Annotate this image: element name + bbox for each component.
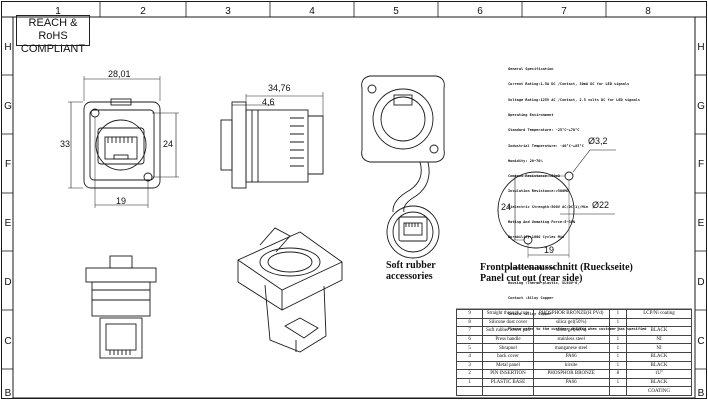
soft-rubber-line-2: accessories xyxy=(386,271,433,282)
dim-cutout-hole: Ø3,2 xyxy=(588,136,608,146)
column-number-1: 1 xyxy=(55,6,61,17)
column-number-4: 4 xyxy=(309,6,315,17)
spec-line: Standard Temperature: -25°C~+70°C xyxy=(508,128,580,133)
column-number-7: 7 xyxy=(561,6,567,17)
front-view xyxy=(68,76,179,208)
row-letter-g-right: G xyxy=(697,101,705,112)
spec-line: Humidity: 20~70% xyxy=(508,158,543,163)
row-letter-d: D xyxy=(4,277,12,288)
dim-cutout-height: 24 xyxy=(501,202,512,212)
spec-line xyxy=(508,251,646,256)
spec-line: Housing :Thermo-plastic, UL94V-0, xyxy=(508,281,580,286)
row-letter-h: H xyxy=(4,42,12,53)
row-letter-e: E xyxy=(4,218,12,229)
compliance-box: REACH & RoHS COMPLIANT xyxy=(16,15,90,55)
spec-line: Durability:1000 Cycles Min xyxy=(508,235,565,240)
row-letter-f-right: F xyxy=(697,159,705,170)
spec-line: Contact :Alloy Copper xyxy=(508,296,554,301)
spec-line: Contact Resistance:<30mΩ xyxy=(508,174,560,179)
dim-cutout-width: 19 xyxy=(544,245,555,255)
plate-view xyxy=(361,75,445,259)
spec-line: Current Rating:1.5A DC /Contact, 30mA DC… xyxy=(508,82,630,87)
specification-block: General Specification Current Rating:1.5… xyxy=(508,57,646,337)
soft-rubber-note: Soft rubber accessories xyxy=(386,260,436,282)
dim-cutout-dia: Ø22 xyxy=(592,200,610,210)
dim-side-depth: 34,76 xyxy=(268,83,291,93)
row-letter-g: G xyxy=(4,101,12,112)
column-number-6: 6 xyxy=(477,6,483,17)
bottom-front-view xyxy=(85,255,157,359)
row-letter-d-right: D xyxy=(697,277,705,288)
dim-side-flange: 4,6 xyxy=(262,97,275,107)
row-letter-c: C xyxy=(4,336,12,347)
column-number-2: 2 xyxy=(140,6,146,17)
spec-line: Voltage Rating:125V AC /Contact, 2.5 vol… xyxy=(508,97,640,102)
compliance-line-2: COMPLIANT xyxy=(20,43,86,55)
cutout-title-en: Panel cut out (rear side) xyxy=(480,273,583,284)
side-view xyxy=(220,92,324,189)
dim-front-height: 33 xyxy=(60,139,71,149)
cutout-note: Frontplattenausschnitt (Rueckseite) Pane… xyxy=(480,262,633,284)
row-letter-b: B xyxy=(4,388,12,399)
dim-front-bottom: 19 xyxy=(116,196,127,206)
column-number-3: 3 xyxy=(225,6,231,17)
column-number-5: 5 xyxy=(393,6,399,17)
compliance-line-1: REACH & RoHS xyxy=(28,17,78,42)
spec-line: Operating Environment xyxy=(508,113,554,118)
spec-line: Insulation Resistance:>500MΩ xyxy=(508,189,569,194)
column-dividers xyxy=(99,1,607,17)
panel-cutout xyxy=(497,149,616,258)
column-number-8: 8 xyxy=(645,6,651,17)
cutout-title-de: Frontplattenausschnitt (Rueckseite) xyxy=(480,262,633,273)
spec-line: Industrial Temperature: -40°C~+85°C xyxy=(508,143,584,148)
soft-rubber-line-1: Soft rubber xyxy=(386,260,436,271)
row-letter-e-right: E xyxy=(697,218,705,229)
table-row: COATING xyxy=(455,386,692,396)
row-letter-f: F xyxy=(4,159,12,170)
dim-front-inner: 24 xyxy=(163,139,174,149)
spec-line: Mating And Unmating Force:5~30N xyxy=(508,220,576,224)
row-dividers xyxy=(1,74,707,370)
row-letter-b-right: B xyxy=(697,388,705,399)
row-letter-c-right: C xyxy=(697,336,705,347)
isometric-view xyxy=(237,227,343,353)
spec-line: General Specification xyxy=(508,67,554,72)
dim-front-width: 28,01 xyxy=(108,69,131,79)
spec-line: Material Specification xyxy=(508,265,556,270)
row-letter-h-right: H xyxy=(697,42,705,53)
spec-line: Dielectric Strength:500V AC/DC(1)/Min xyxy=(508,204,589,209)
